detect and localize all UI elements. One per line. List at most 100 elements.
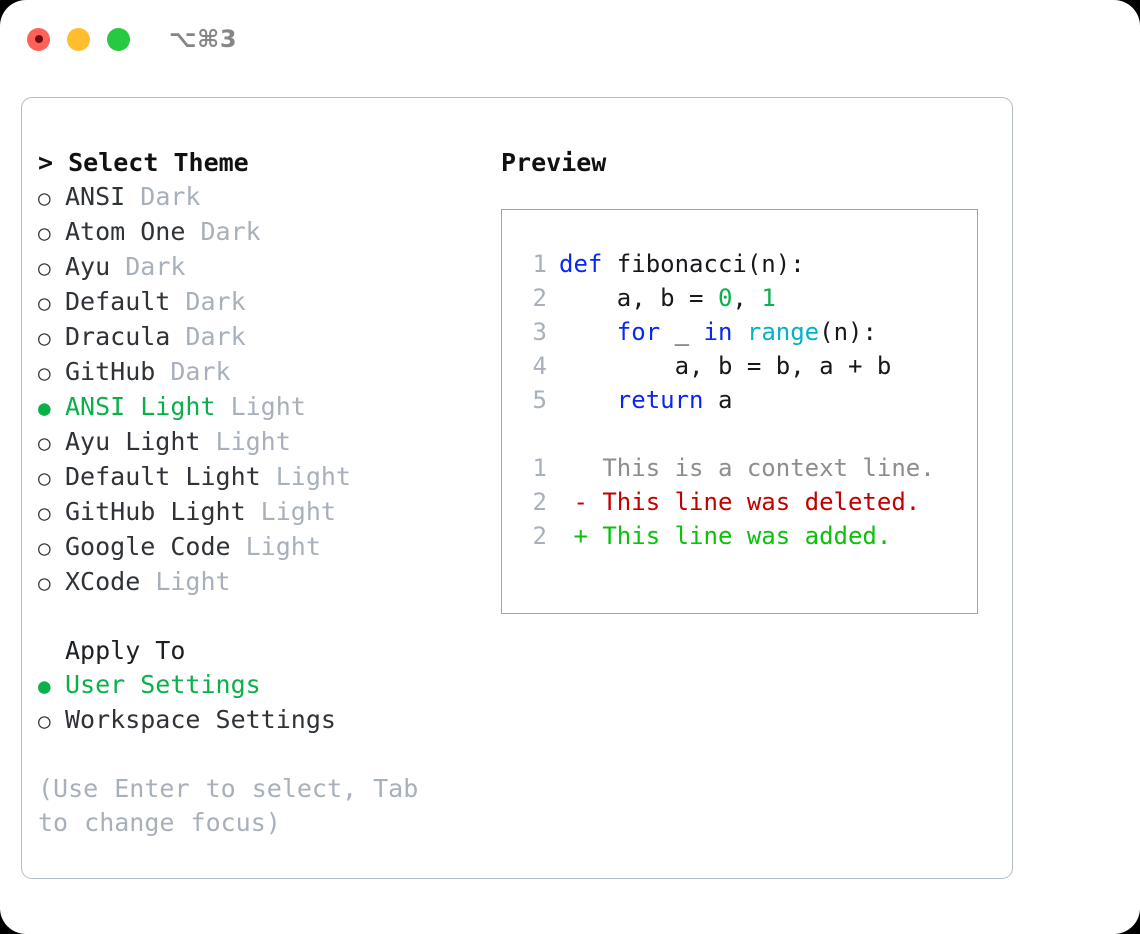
code-line-1: 1 def fibonacci(n):: [521, 247, 977, 281]
apply-to-label: Apply To: [65, 636, 186, 665]
code-token-kw: return: [616, 386, 704, 414]
spacer-2: [38, 738, 498, 772]
radio-unselected-icon: ○: [38, 326, 51, 350]
code-line-number: 3: [532, 318, 547, 346]
code-token-kw: for: [616, 318, 661, 346]
theme-option-kind: Light: [260, 497, 336, 526]
theme-option-name: Atom One: [65, 217, 201, 246]
code-token-plain: fibonacci(n):: [616, 250, 805, 278]
theme-option-name: XCode: [65, 567, 156, 596]
code-line-text: a, b = b, a + b: [559, 349, 892, 383]
code-line-number: 2: [532, 284, 547, 312]
theme-option-kind: Light: [215, 427, 291, 456]
theme-option-3[interactable]: ○ Default Dark: [38, 285, 498, 320]
code-token-kw: def: [559, 250, 617, 278]
code-line-text: for _ in range(n):: [559, 315, 877, 349]
theme-option-5[interactable]: ○GitHub Dark: [38, 355, 498, 390]
diff-line-text-del: - This line was deleted.: [559, 488, 921, 516]
theme-option-10[interactable]: ○Google Code Light: [38, 530, 498, 565]
code-token-plain: (n):: [819, 318, 877, 346]
theme-option-name: ANSI: [65, 182, 141, 211]
theme-option-11[interactable]: ○ XCode Light: [38, 565, 498, 600]
theme-option-0[interactable]: ○ANSI Dark: [38, 180, 498, 215]
theme-option-kind: Dark: [185, 322, 246, 351]
diff-sample: 1 This is a context line.2 - This line w…: [521, 451, 977, 553]
code-token-plain: [732, 318, 746, 346]
theme-option-kind: Light: [230, 392, 306, 421]
theme-option-name: Google Code: [65, 532, 246, 561]
code-line-number: 4: [532, 352, 547, 380]
close-button-icon[interactable]: [27, 27, 50, 51]
code-diff-separator: [521, 417, 977, 451]
code-line-2: 2 a, b = 0, 1: [521, 281, 977, 315]
radio-unselected-icon: ○: [38, 361, 51, 385]
theme-option-name: Default: [65, 287, 186, 316]
theme-option-4[interactable]: ○ Dracula Dark: [38, 320, 498, 355]
diff-line-text-add: + This line was added.: [559, 522, 892, 550]
code-line-number: 5: [532, 386, 547, 414]
apply-to-option-name: User Settings: [65, 670, 261, 699]
code-line-number: 1: [532, 250, 547, 278]
theme-option-kind: Light: [275, 462, 351, 491]
diff-line-0: 1 This is a context line.: [521, 451, 977, 485]
code-line-5: 5 return a: [521, 383, 977, 417]
code-token-plain: a, b =: [559, 284, 718, 312]
radio-unselected-icon: ○: [38, 256, 51, 280]
code-token-plain: a: [703, 386, 733, 414]
theme-option-kind: Dark: [170, 357, 231, 386]
theme-option-kind: Dark: [185, 287, 246, 316]
minimize-button-icon[interactable]: [67, 27, 90, 51]
theme-option-name: Default Light: [65, 462, 276, 491]
shortcut-label: ⌥⌘3: [169, 25, 238, 53]
radio-unselected-icon: ○: [38, 709, 51, 733]
radio-unselected-icon: ○: [38, 291, 51, 315]
theme-option-name: Ayu Light: [65, 427, 216, 456]
code-token-kw: in: [703, 318, 733, 346]
keyboard-hint: (Use Enter to select, Tab to change focu…: [38, 774, 419, 837]
code-token-plain: _: [660, 318, 704, 346]
diff-line-1: 2 - This line was deleted.: [521, 485, 977, 519]
theme-option-1[interactable]: ○Atom One Dark: [38, 215, 498, 250]
diff-line-number: 2: [532, 488, 547, 516]
code-token-plain: ,: [732, 284, 762, 312]
theme-option-2[interactable]: ○ Ayu Dark: [38, 250, 498, 285]
apply-to-option-1[interactable]: ○ Workspace Settings: [38, 703, 498, 738]
code-token-num: 0: [717, 284, 733, 312]
radio-selected-icon: ●: [38, 396, 51, 420]
code-line-text: def fibonacci(n):: [559, 247, 805, 281]
theme-option-8[interactable]: ○ Default Light Light: [38, 460, 498, 495]
spacer: [38, 600, 498, 634]
theme-option-list: ○ANSI Dark○Atom One Dark○Ayu Dark○Defaul…: [38, 180, 498, 600]
radio-unselected-icon: ○: [38, 501, 51, 525]
apply-to-option-0[interactable]: ● User Settings: [38, 668, 498, 703]
theme-option-7[interactable]: ○ Ayu Light Light: [38, 425, 498, 460]
theme-option-name: GitHub Light: [65, 497, 261, 526]
radio-unselected-icon: ○: [38, 221, 51, 245]
apply-to-option-name: Workspace Settings: [65, 705, 336, 734]
code-line-3: 3 for _ in range(n):: [521, 315, 977, 349]
diff-line-text-ctx: This is a context line.: [559, 454, 935, 482]
theme-option-9[interactable]: ○ GitHub Light Light: [38, 495, 498, 530]
preview-title: Preview: [501, 148, 607, 177]
radio-unselected-icon: ○: [38, 571, 51, 595]
zoom-button-icon[interactable]: [107, 27, 130, 51]
theme-option-kind: Dark: [125, 252, 186, 281]
code-token-plain: a, b = b, a + b: [559, 352, 892, 380]
code-line-4: 4 a, b = b, a + b: [521, 349, 977, 383]
radio-unselected-icon: ○: [38, 431, 51, 455]
theme-option-name: Dracula: [65, 322, 186, 351]
close-dot-inner: [34, 35, 43, 43]
diff-line-number: 2: [532, 522, 547, 550]
diff-line-number: 1: [532, 454, 547, 482]
theme-option-name: ANSI Light: [65, 392, 231, 421]
radio-unselected-icon: ○: [38, 466, 51, 490]
theme-option-6[interactable]: ● ANSI Light Light: [38, 390, 498, 425]
theme-option-kind: Light: [245, 532, 321, 561]
window-controls: [27, 27, 130, 51]
theme-option-kind: Light: [155, 567, 231, 596]
radio-selected-icon: ●: [38, 674, 51, 698]
theme-option-name: Ayu: [65, 252, 126, 281]
code-token-fn: range: [746, 318, 820, 346]
code-token-plain: [559, 386, 617, 414]
